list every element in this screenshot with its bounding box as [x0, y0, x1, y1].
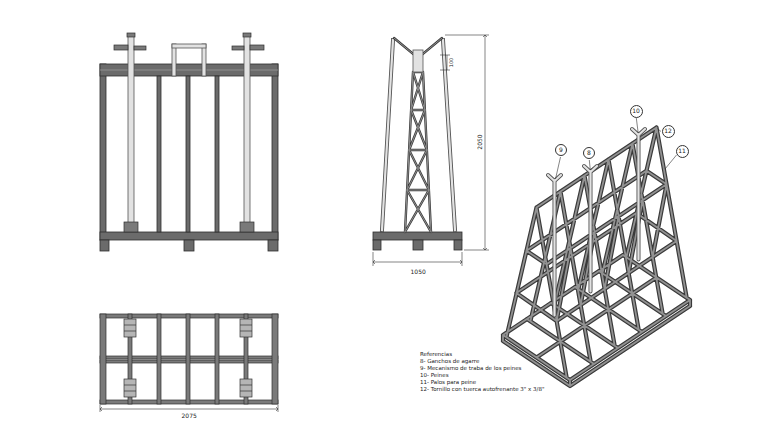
top-mechanism: [124, 319, 136, 337]
reference-item: 8- Ganchos de agarre: [420, 359, 479, 365]
comb-post: [128, 36, 250, 224]
front-view: [157, 76, 161, 232]
front-view: [268, 240, 278, 251]
top-view: [215, 314, 219, 404]
top-view: [100, 314, 106, 404]
comb-post: [202, 44, 206, 76]
isometric-comb: [548, 129, 645, 316]
top-mechanism: [124, 379, 136, 397]
dimension-line: [100, 35, 489, 412]
locking-mechanism: [250, 45, 264, 50]
leader-line: [636, 118, 638, 133]
dimension: 2075: [182, 413, 197, 419]
callout-circle: 9: [555, 144, 567, 156]
locking-mechanism: [124, 222, 138, 232]
dimension-line: [373, 252, 462, 266]
locking-mechanism: [134, 46, 146, 50]
front-view: [186, 76, 190, 232]
comb-post: [172, 44, 176, 76]
side-comb: [382, 40, 455, 230]
callout-number: 11: [678, 148, 686, 154]
comb-post: [172, 44, 206, 48]
side-tower: [394, 38, 442, 232]
callout-number: 12: [664, 128, 672, 134]
callout-circle: 10: [630, 105, 643, 118]
callout-circle: 8: [583, 147, 595, 159]
callout-number: 10: [632, 108, 640, 114]
dimension: 1050: [411, 269, 426, 275]
top-mechanism: [124, 325, 252, 391]
side-view: [373, 232, 462, 240]
side-view: [373, 232, 462, 250]
front-view: [100, 232, 278, 240]
side-view: [373, 240, 381, 250]
leader-line: [589, 160, 590, 170]
top-mechanism: [240, 319, 252, 337]
leader-line: [658, 129, 662, 132]
locking-mechanism: [114, 45, 128, 50]
front-view: [100, 64, 278, 76]
top-view: [157, 314, 161, 404]
dimension: 100: [449, 57, 454, 67]
isometric-frame: [503, 128, 690, 387]
dimension: 2050: [476, 134, 482, 149]
dimension-line: [100, 405, 278, 412]
side-view: [454, 240, 462, 250]
side-comb: [382, 40, 455, 230]
callout-circle: 11: [676, 145, 689, 158]
locking-mechanism: [243, 33, 251, 37]
dimension-line: [445, 35, 489, 250]
front-view: [100, 64, 106, 240]
isometric-comb: [548, 129, 645, 316]
isometric-frame: [503, 128, 690, 387]
isometric-frame: [503, 128, 690, 387]
reference-item: 9- Mecanismo de traba de los peines: [420, 366, 521, 372]
front-view: [100, 64, 278, 251]
callout-number: 9: [559, 147, 563, 153]
isometric-comb: [548, 129, 645, 316]
locking-mechanism: [240, 222, 254, 232]
side-tower: [394, 38, 442, 232]
reference-item: 11- Palos para peine: [420, 380, 476, 386]
front-view: [184, 240, 194, 251]
top-view: [100, 314, 278, 404]
reference-title: Referencias: [420, 352, 452, 358]
comb-post: [128, 36, 134, 224]
top-view: [272, 314, 278, 404]
reference-item: 10- Peines: [420, 373, 449, 379]
locking-mechanism: [232, 46, 244, 50]
front-view: [272, 64, 278, 240]
front-view: [215, 76, 219, 232]
comb-head: [413, 50, 423, 72]
side-comb: [382, 40, 455, 230]
beam-edge: [100, 70, 278, 71]
comb-post: [244, 36, 250, 224]
top-view: [186, 314, 190, 404]
leader-line: [665, 155, 677, 169]
locking-mechanism: [127, 33, 135, 37]
top-mechanism: [124, 319, 252, 397]
leader-line: [556, 157, 561, 179]
callout-number: 8: [587, 150, 591, 156]
callout-circle: 12: [662, 125, 675, 138]
front-view: [100, 240, 109, 251]
leader-line: [556, 118, 677, 179]
locking-mechanism: [114, 33, 264, 232]
reference-item: 12- Tornillo con tuerca autofrenante 3" …: [420, 387, 544, 393]
top-mechanism: [240, 379, 252, 397]
side-tower: [394, 38, 442, 232]
side-view: [413, 240, 423, 250]
